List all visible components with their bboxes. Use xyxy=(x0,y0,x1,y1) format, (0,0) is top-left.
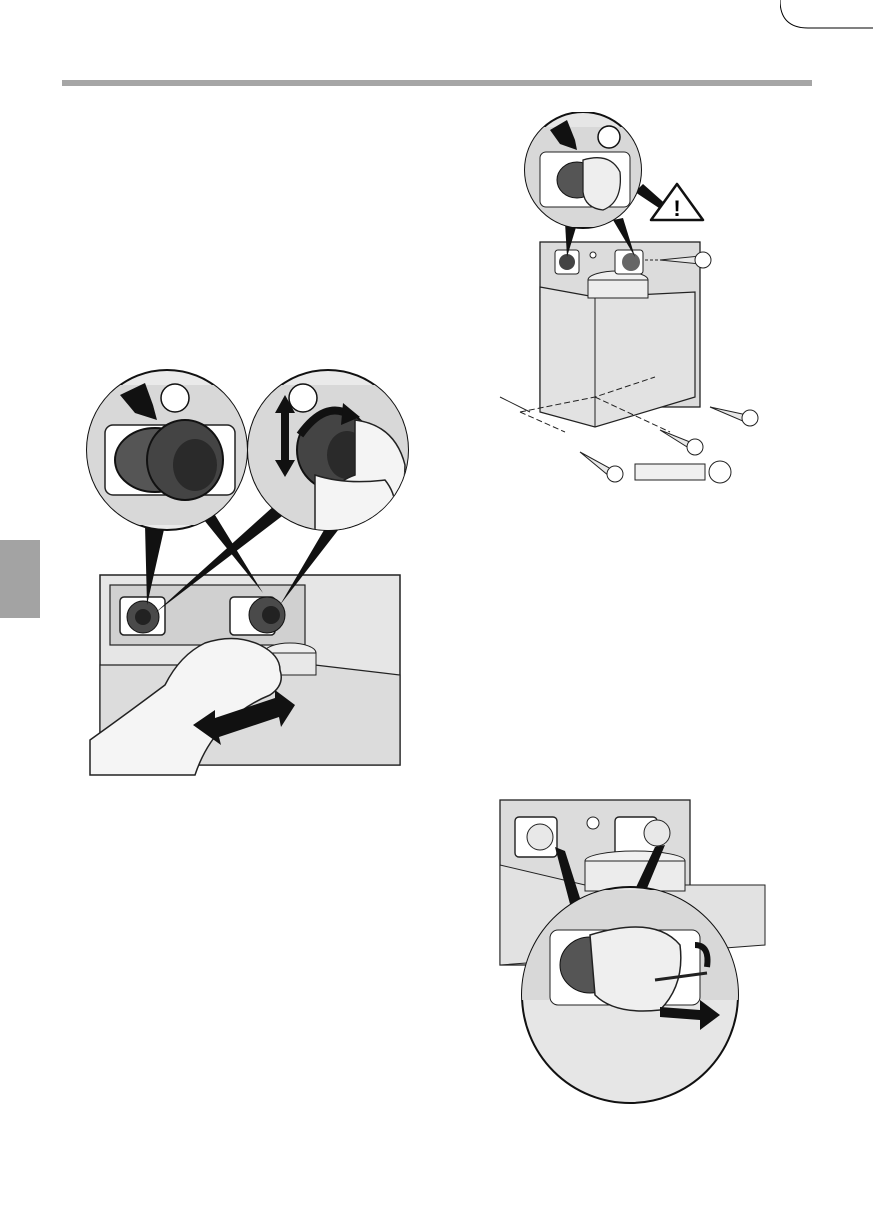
header-rule xyxy=(62,80,812,86)
chapter-tab xyxy=(0,540,40,618)
hand-pushing-outlet-icon xyxy=(85,365,415,780)
figure-outlet-adjust xyxy=(85,365,415,780)
figure-cap-removal xyxy=(495,795,775,1105)
svg-text:!: ! xyxy=(673,196,680,221)
wall-bracket-screws-icon: ! xyxy=(495,112,780,497)
protective-cap-removal-icon xyxy=(495,795,775,1105)
crop-mark xyxy=(780,0,873,30)
figure-wall-mounting: ! xyxy=(495,112,780,497)
